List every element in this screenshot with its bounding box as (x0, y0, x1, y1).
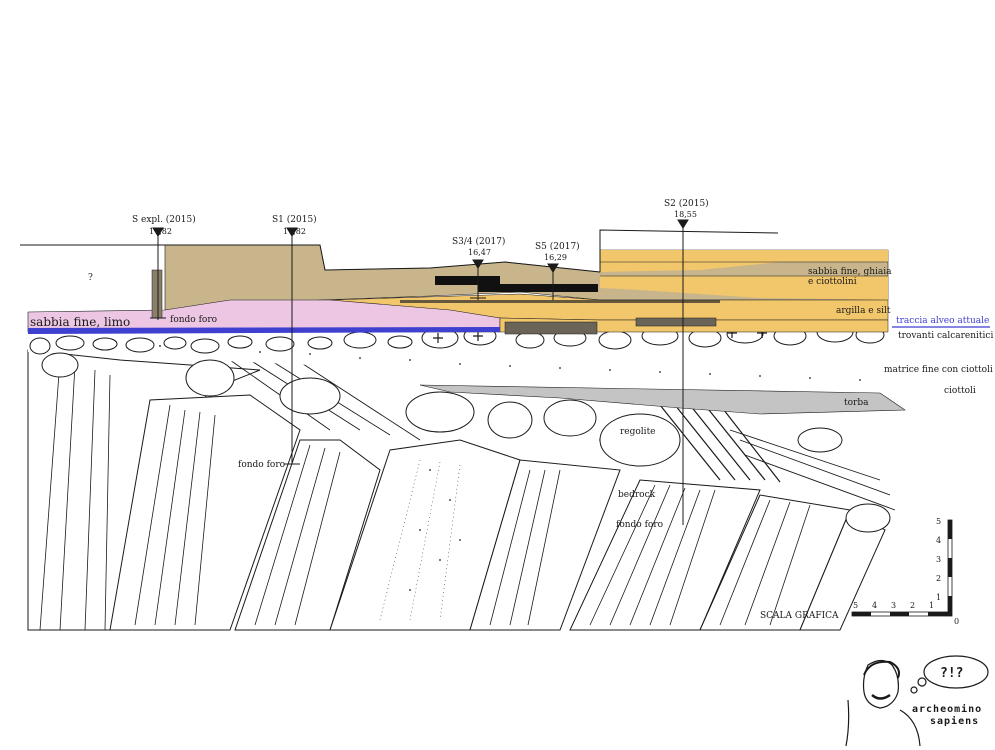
label-trovanti: trovanti calcarenitici (898, 331, 993, 341)
scale-h-0: 0 (954, 617, 959, 626)
label-bedrock: bedrock (618, 490, 656, 500)
scale-v-3: 3 (936, 555, 941, 564)
label-fondo-foro-2: fondo foro (238, 460, 285, 470)
logo-line-2: sapiens (930, 715, 979, 727)
pebble-plus-marks (433, 328, 767, 343)
label-fondo-foro-1: fondo foro (170, 315, 217, 325)
borehole-lines (150, 219, 689, 525)
graphic-scale: SCALA GRAFICA 5 4 3 2 1 0 5 4 3 2 1 (760, 517, 959, 626)
label-matrice: matrice fine con ciottoli (884, 365, 993, 375)
label-torba: torba (844, 398, 869, 408)
label-regolite: regolite (620, 427, 656, 437)
label-argilla-silt: argilla e silt (836, 306, 891, 316)
borehole-s34-elev: 16,47 (468, 248, 491, 257)
borehole-s2-name: S2 (2015) (664, 198, 709, 209)
label-sabbia-fine-limo: sabbia fine, limo (30, 315, 130, 329)
borehole-s-expl-elev: 17,82 (149, 227, 172, 236)
peat-layer (419, 384, 906, 415)
logo-bubble-text: ?!? (940, 666, 963, 681)
character-head-icon (862, 659, 899, 709)
label-fondo-foro-3: fondo foro (616, 520, 663, 530)
label-traccia-alveo: traccia alveo attuale (896, 316, 989, 326)
borehole-s1-name: S1 (2015) (272, 214, 317, 225)
borehole-s2-elev: 18,55 (674, 210, 697, 219)
scale-v-4: 4 (936, 536, 941, 545)
sediment-layers (20, 229, 990, 335)
question-mark: ? (88, 273, 93, 283)
scale-h-2: 2 (910, 601, 915, 610)
label-sabbia-ghiaia-2: e ciottolini (808, 277, 857, 287)
scale-h-1: 1 (929, 601, 934, 610)
scale-h-4: 4 (872, 601, 877, 610)
scale-v-1: 1 (936, 593, 941, 602)
scale-h-5: 5 (853, 601, 858, 610)
bedrock-area (27, 349, 896, 631)
scale-v-2: 2 (936, 574, 941, 583)
thought-bubble-icon (923, 655, 989, 689)
borehole-s-expl-name: S expl. (2015) (132, 214, 196, 225)
archeomino-logo: ?!? archeomino sapiens (845, 655, 989, 747)
logo-line-1: archeomino (912, 703, 982, 715)
label-sabbia-ghiaia-1: sabbia fine, ghiaia (808, 267, 892, 277)
borehole-s5-name: S5 (2017) (535, 241, 580, 252)
label-ciottoli: ciottoli (944, 386, 976, 396)
borehole-s1-elev: 17,82 (283, 227, 306, 236)
scale-v-5: 5 (936, 517, 941, 526)
borehole-s34-name: S3/4 (2017) (452, 236, 505, 247)
scale-h-3: 3 (891, 601, 896, 610)
borehole-s5-elev: 16,29 (544, 253, 567, 262)
scale-title: SCALA GRAFICA (760, 611, 839, 621)
